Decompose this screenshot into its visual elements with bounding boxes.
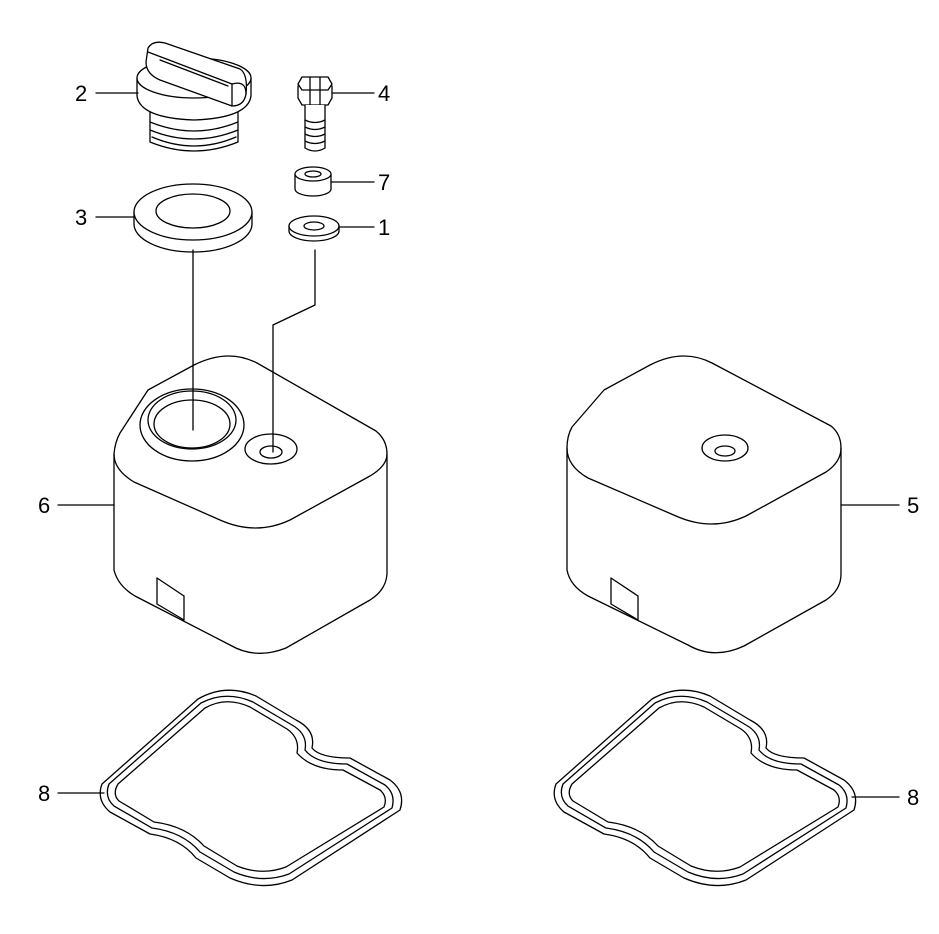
washer <box>288 215 340 242</box>
callout-6: 6 <box>38 493 50 518</box>
filler-cap <box>136 41 252 152</box>
callout-5: 5 <box>907 493 919 518</box>
cover-with-filler-neck <box>113 355 388 654</box>
leader-lines <box>57 92 900 798</box>
cover-plain <box>566 355 842 654</box>
cover-gasket-left <box>99 689 403 887</box>
cover-gasket-right <box>553 689 857 887</box>
callout-2: 2 <box>75 81 87 106</box>
callout-3: 3 <box>75 205 87 230</box>
callout-8-right: 8 <box>907 785 919 810</box>
callout-1: 1 <box>378 215 390 240</box>
callout-8-left: 8 <box>38 781 50 806</box>
callout-labels: 2 3 4 7 1 6 5 8 8 <box>38 81 919 810</box>
bolt <box>297 76 333 152</box>
callout-7: 7 <box>378 170 390 195</box>
spacer-sleeve <box>294 166 332 197</box>
callout-4: 4 <box>378 81 390 106</box>
gasket-ring <box>133 183 253 253</box>
